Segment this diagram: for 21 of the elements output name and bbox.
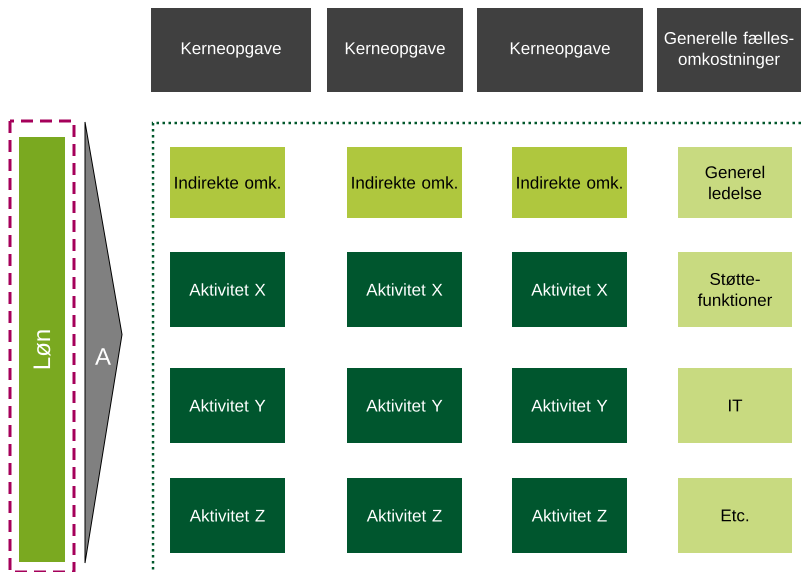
header-box: Kerneopgave bbox=[151, 8, 311, 92]
activity-box: Aktivitet Z bbox=[170, 478, 285, 553]
activity-box: Aktivitet Y bbox=[512, 368, 627, 443]
cost-box: Indirekte omk. bbox=[170, 146, 285, 218]
activity-box: Aktivitet X bbox=[347, 252, 462, 327]
activity-box: Aktivitet X bbox=[512, 252, 627, 327]
activity-box: Aktivitet Z bbox=[347, 478, 462, 553]
activity-box: Aktivitet Z bbox=[512, 478, 627, 553]
cost-box: Indirekte omk. bbox=[512, 146, 627, 218]
header-box: Kerneopgave bbox=[477, 8, 643, 92]
overhead-box: Støtte- funktioner bbox=[678, 252, 792, 327]
salary-bar: Løn bbox=[19, 137, 65, 562]
overhead-box: IT bbox=[678, 368, 792, 443]
header-box: Generelle fælles- omkostninger bbox=[657, 8, 801, 92]
header-box: Kerneopgave bbox=[327, 8, 463, 92]
overhead-box: Etc. bbox=[678, 478, 792, 553]
activity-box: Aktivitet Y bbox=[170, 368, 285, 443]
cost-box: Indirekte omk. bbox=[347, 146, 462, 218]
activity-box: Aktivitet Y bbox=[347, 368, 462, 443]
activity-box: Aktivitet X bbox=[170, 252, 285, 327]
overhead-box: Generel ledelse bbox=[678, 146, 792, 218]
